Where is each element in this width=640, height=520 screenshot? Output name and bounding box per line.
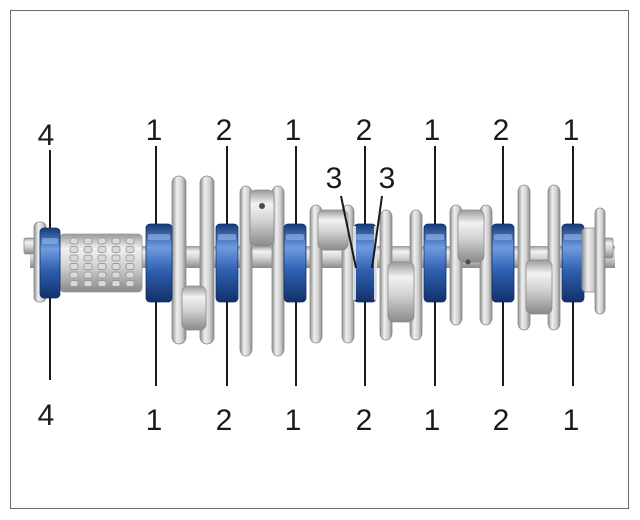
gear-tooth bbox=[125, 246, 135, 253]
gear-tooth bbox=[97, 263, 107, 270]
gear-tooth bbox=[69, 246, 79, 253]
journal-highlight bbox=[218, 234, 236, 240]
label-1-top-a: 1 bbox=[146, 114, 163, 147]
label-4-top: 4 bbox=[38, 119, 55, 152]
label-3-right: 3 bbox=[379, 162, 396, 195]
label-2-bottom-c: 2 bbox=[493, 404, 510, 437]
gear-tooth bbox=[125, 254, 135, 262]
rear-stub bbox=[604, 237, 614, 259]
label-4-bottom: 4 bbox=[38, 399, 55, 432]
leader-line bbox=[340, 195, 357, 269]
gear-tooth bbox=[125, 263, 135, 270]
journal-highlight bbox=[286, 234, 304, 240]
rod-journal-pins bbox=[181, 189, 553, 331]
journal-highlight bbox=[494, 234, 512, 240]
gear-tooth bbox=[69, 271, 79, 279]
gear-tooth bbox=[125, 280, 135, 287]
rear-flange bbox=[594, 207, 606, 315]
rod-pin bbox=[317, 209, 349, 251]
rod-pin bbox=[525, 259, 553, 315]
journal-highlight bbox=[42, 238, 58, 244]
journals bbox=[39, 223, 585, 303]
label-2-top-b: 2 bbox=[356, 114, 373, 147]
gear-tooth bbox=[97, 280, 107, 287]
snout-end bbox=[23, 237, 35, 255]
gear-tooth bbox=[111, 271, 121, 279]
leader-line bbox=[371, 195, 383, 269]
gear-tooth bbox=[69, 280, 79, 287]
gear-tooth bbox=[111, 254, 121, 262]
gear-tooth bbox=[69, 237, 79, 245]
gear-tooth bbox=[111, 263, 121, 270]
fillet-right bbox=[374, 226, 377, 300]
gear-tooth bbox=[83, 263, 93, 270]
gear-tooth bbox=[111, 280, 121, 287]
label-1-bottom-c: 1 bbox=[424, 404, 441, 437]
label-2-top-c: 2 bbox=[493, 114, 510, 147]
leader-lines bbox=[49, 146, 574, 386]
gear-tooth bbox=[111, 237, 121, 245]
journal-highlight bbox=[148, 234, 170, 240]
gear-tooth bbox=[97, 246, 107, 253]
gear-teeth bbox=[69, 237, 135, 287]
oil-hole bbox=[465, 259, 471, 265]
gear-tooth bbox=[111, 246, 121, 253]
gear-tooth bbox=[83, 254, 93, 262]
label-2-top-a: 2 bbox=[216, 114, 233, 147]
gear-tooth bbox=[83, 271, 93, 279]
label-1-top-b: 1 bbox=[285, 114, 302, 147]
label-3-left: 3 bbox=[326, 162, 343, 195]
gear-tooth bbox=[69, 263, 79, 270]
label-1-top-d: 1 bbox=[563, 114, 580, 147]
crank-web bbox=[239, 185, 253, 357]
rod-pin bbox=[457, 209, 485, 263]
label-2-bottom-b: 2 bbox=[356, 404, 373, 437]
label-1-bottom-d: 1 bbox=[563, 404, 580, 437]
rod-pin bbox=[181, 285, 207, 331]
journal-highlight bbox=[426, 234, 444, 240]
bottom-labels: 4 1 2 1 2 1 2 1 bbox=[38, 399, 580, 437]
journal-highlight bbox=[564, 234, 582, 240]
gear-tooth bbox=[69, 254, 79, 262]
top-labels: 4 1 2 1 2 3 3 1 2 1 bbox=[38, 114, 580, 195]
gear-tooth bbox=[97, 254, 107, 262]
gear-tooth bbox=[125, 271, 135, 279]
label-1-bottom-b: 1 bbox=[285, 404, 302, 437]
gear-tooth bbox=[97, 271, 107, 279]
label-1-bottom-a: 1 bbox=[146, 404, 163, 437]
gear-tooth bbox=[97, 237, 107, 245]
rod-pin bbox=[387, 261, 415, 323]
oil-hole bbox=[259, 203, 265, 209]
label-2-bottom-a: 2 bbox=[216, 404, 233, 437]
gear-tooth bbox=[125, 237, 135, 245]
gear-tooth bbox=[83, 246, 93, 253]
main-journal-1 bbox=[145, 223, 173, 303]
gear-tooth bbox=[83, 237, 93, 245]
gear-tooth bbox=[83, 280, 93, 287]
rod-pin bbox=[249, 189, 275, 247]
journal-highlight bbox=[356, 234, 374, 240]
label-1-top-c: 1 bbox=[424, 114, 441, 147]
